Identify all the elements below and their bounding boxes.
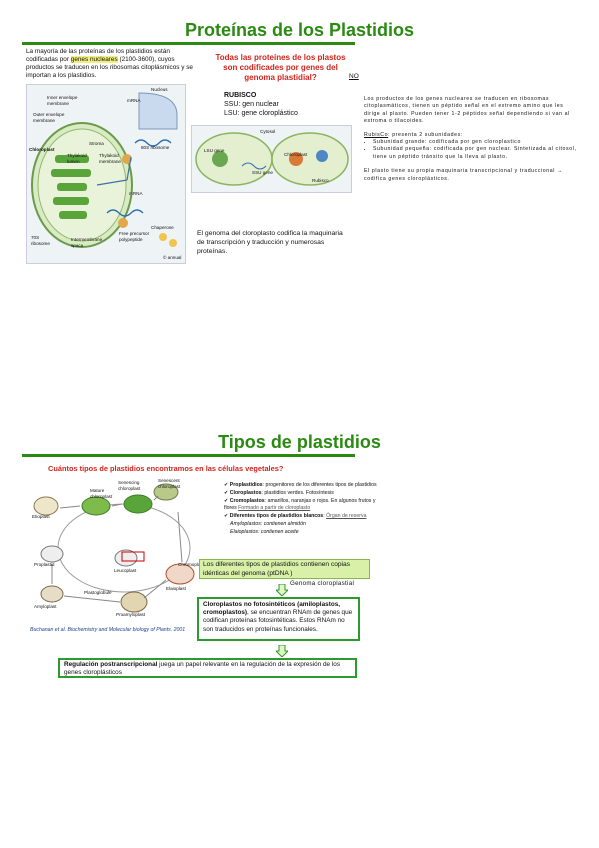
fig2-label-chloroplast: Chloroplast: [284, 152, 308, 157]
check-text: :: [323, 512, 327, 519]
fig2-label-rubisco: Rubisco: [312, 178, 329, 183]
notes-block: Los productos de los genes nucleares se …: [364, 96, 579, 183]
notes-bullet: Subunidad grande: codificada por gen clo…: [373, 139, 579, 146]
fig1-label-stroma: Stroma: [89, 141, 104, 146]
box-genome: Los diferentes tipos de plastidios conti…: [199, 559, 370, 579]
citation-text: Buchanan et al. Biochemistry and Molecul…: [30, 627, 186, 633]
fig1-label-mrna-n: mRNA: [127, 98, 141, 103]
plastid-cycle-figure: Etioplast Mature chloroplast Senescing c…: [30, 478, 218, 624]
slide2-title-rule: [22, 454, 355, 457]
fig3-label-elaioplast: Elaioplast: [166, 586, 186, 591]
notes-p1: Los productos de los genes nucleares se …: [364, 96, 570, 125]
check-text: : progenitores de los diferentes tipos d…: [262, 482, 377, 488]
box-nonphoto: Cloroplastos no fotosintéticos (amilopla…: [197, 597, 360, 641]
fig3-label-senescent: Senescent chloroplast: [158, 478, 181, 489]
fig2-label-lsu: LSU gene: [204, 148, 225, 153]
rubisco-block: RUBISCO SSU: gen nuclear LSU: gene cloro…: [224, 91, 298, 118]
fig3-label-etioplast: Etioplast: [32, 514, 50, 519]
check-note: Formado a partir de cloroplasto: [238, 504, 311, 511]
amylo-line: Amyloplastos: contienen almidón: [230, 520, 306, 527]
question-answer: NO: [349, 73, 359, 80]
slide1-title: Proteínas de los Plastidios: [184, 20, 415, 40]
genome-note-hand: Genoma cloroplastial: [290, 580, 355, 587]
rubisco-diagram: [195, 132, 349, 186]
intro-text-2: (2100-3600), cuyos productos se traducen…: [26, 56, 193, 79]
box-nonphoto-text: , se encuentran RNAm de genes que codifi…: [203, 609, 353, 633]
notes-rubisco: RubisCo: presenta 2 subunidades:: [364, 132, 579, 139]
fig3-label-proplastid: Proplastid: [34, 562, 55, 567]
plastid-types-list: ✔ Proplastidios: progenitores de los dif…: [224, 482, 384, 537]
fig1-label-thylakoid-membrane: Thylakoid membrane: [99, 153, 121, 164]
fig1-label-free-precursor: Free precursor polypeptide: [119, 231, 150, 242]
fig2-label-ssu: SSU gene: [252, 170, 273, 175]
fig2-label-cytosol: Cytosol: [260, 129, 276, 134]
check-item: ✔ Cromoplastos: amarillos, naranjas o ro…: [224, 498, 376, 511]
fig1-label-70s: 70S ribosome: [31, 235, 50, 246]
box-nonphoto-bold: Cloroplastos no fotosintéticos (amilopla…: [203, 601, 341, 617]
box-regulation-bold: Regulación postranscripcional: [64, 661, 158, 668]
intro-highlight: genes nucleares: [70, 56, 118, 63]
fig3-label-plastoglobule: Plastoglobule: [84, 590, 112, 595]
check-item: ✔ Cloroplastos: plastidios verdes. Fotos…: [224, 490, 334, 497]
slide1-intro: La mayoría de las proteínas de los plast…: [26, 48, 194, 80]
notes-bullet: Subunidad pequeña: codificada por gen nu…: [373, 146, 579, 161]
slide1-title-rule: [22, 42, 355, 45]
check-bold: Proplastidios: [229, 482, 263, 488]
citation: Buchanan et al. Biochemistry and Molecul…: [30, 627, 185, 633]
check-item: ✔ Proplastidios: progenitores de los dif…: [224, 482, 377, 488]
question-text: Todas las proteínes de los plastos son c…: [215, 53, 346, 82]
genome-note: El genoma del cloroplasto codifica la ma…: [197, 230, 343, 255]
check-note: Órgan de reserva: [326, 512, 367, 519]
down-arrow-icon: [276, 584, 288, 596]
notes-rubisco-rest: : presenta 2 subunidades:: [388, 131, 463, 138]
rubisco-lsu: LSU: gene cloroplástico: [224, 110, 298, 117]
check-text: : plastidios verdes. Fotosíntesis: [261, 490, 334, 497]
notes-bullets: Subunidad grande: codificada por gen clo…: [364, 139, 579, 161]
rubisco-title: RUBISCO: [224, 92, 257, 99]
fig1-label-mrna2: mRNA: [129, 191, 143, 196]
fig1-label-outer: Outer envelope membrane: [33, 112, 65, 123]
check-bold: Cloroplastos: [229, 490, 262, 497]
notes-p3: El plasto tiene su propia maquinaria tra…: [364, 168, 563, 182]
plastid-cycle-diagram: [33, 483, 195, 613]
protein-import-figure: Nucleus mRNA Inner envelope membrane Out…: [26, 84, 186, 264]
fig1-credit: © annual: [163, 255, 182, 260]
check-bold: Diferentes tipos de plastidios blancos: [229, 512, 324, 519]
down-arrow-icon: [276, 645, 288, 657]
fig3-label-senescing: Senescing chloroplast: [118, 480, 141, 491]
rubisco-ssu: SSU: gen nuclear: [224, 101, 279, 108]
slide2-title: Tipos de plastidios: [218, 432, 381, 452]
box-regulation-text: juega un papel relevante en la regulació…: [64, 661, 341, 677]
fig1-label-80s: 80S ribosome: [141, 145, 170, 150]
elaio-line: Elaioplastos: contienen aceite: [230, 529, 299, 536]
slide1-question: Todas las proteínes de los plastos son c…: [208, 53, 353, 83]
fig3-label-leucoplast: Leucoplast: [114, 568, 137, 573]
rubisco-figure: Cytosol Chloroplast LSU gene SSU gene Ru…: [191, 125, 352, 193]
check-item: ✔ Diferentes tipos de plastidios blancos…: [224, 512, 367, 519]
protein-import-diagram: [31, 92, 178, 248]
fig1-label-nucleus: Nucleus: [151, 87, 168, 92]
fig3-label-amyloplast: Amyloplast: [34, 604, 57, 609]
intro-text-1: La mayoría de las proteínas de los plast…: [26, 48, 170, 63]
fig1-label-inner: Inner envelope membrane: [47, 95, 78, 106]
fig1-label-intermembrane: Intermembrane space: [71, 237, 103, 248]
fig3-label-mature: Mature chloroplast: [90, 488, 113, 499]
box-regulation: Regulación postranscripcional juega un p…: [58, 658, 357, 678]
fig1-label-chloroplast: Chloroplast: [29, 147, 55, 152]
check-bold: Cromoplastos: [229, 498, 265, 505]
check-text: : amarillos, naranjas o rojos. En alguno…: [224, 498, 376, 511]
fig1-label-chaperone: Chaperone: [151, 225, 174, 230]
box-genome-text: Los diferentes tipos de plastidios conti…: [203, 561, 350, 577]
fig3-label-chromoplast: Chromoplast: [178, 562, 205, 567]
slide2-question: Cuántos tipos de plastidios encontramos …: [48, 464, 284, 473]
fig3-label-proamyloplast: Proamyloplast: [116, 612, 146, 617]
fig1-label-thylakoid-lumen: Thylakoid lumen: [67, 153, 87, 164]
notes-rubisco-label: RubisCo: [364, 131, 389, 138]
